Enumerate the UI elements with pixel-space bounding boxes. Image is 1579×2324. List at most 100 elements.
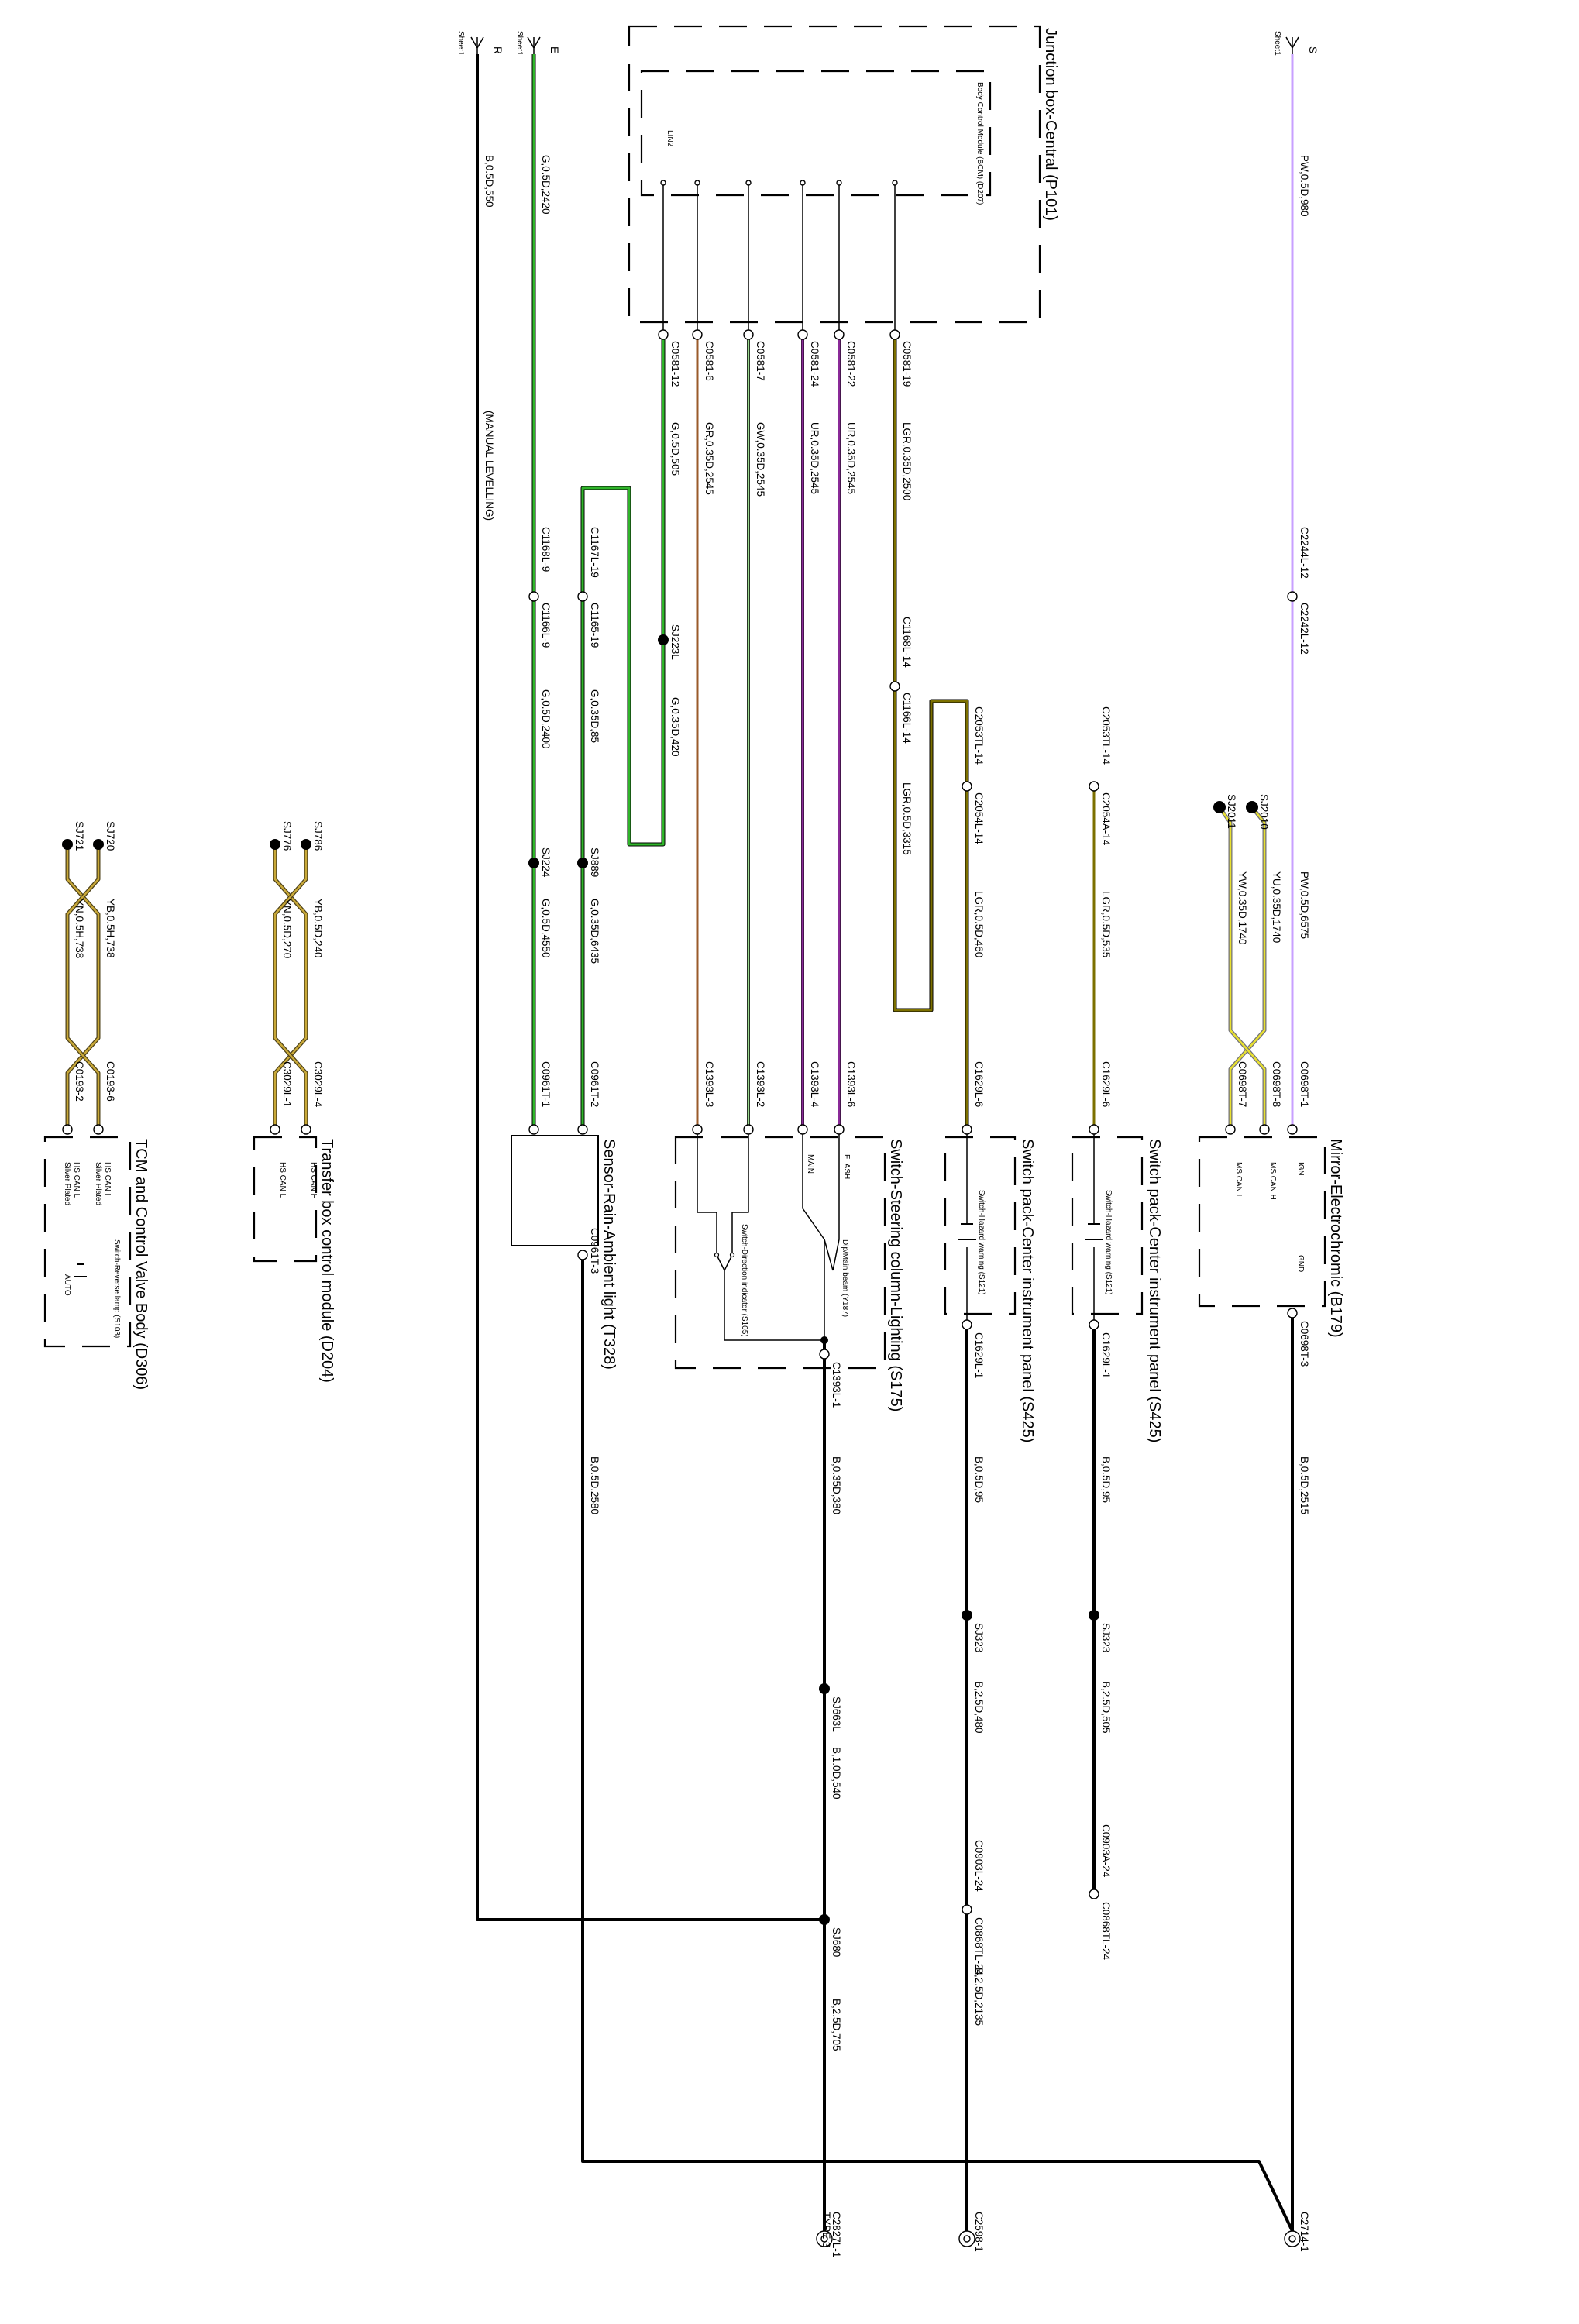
wire-label-manual-levelling: (MANUAL LEVELLING) [483,411,495,521]
splice-sj663l: SJ663L [831,1697,842,1732]
steering-outline [674,1136,886,1370]
conn-c2242l: C2242L-12 [1299,603,1310,655]
conn-c1168l-9: C1168L-9 [540,527,552,572]
splice-sj224: SJ224 [540,847,552,878]
wire-label-lgr-2500: LGR,0.35D,2500 [901,422,913,500]
steering-title: Switch-Steering column-Lighting (S175) [887,1139,904,1411]
conn-c0193-2: C0193-2 [74,1061,85,1102]
wire-g-505 [580,335,666,847]
wire-label-g-2420: G,0.5D,2420 [540,155,552,215]
conn-c2053tl-14-b: C2053TL-14 [1100,706,1112,765]
sheet-s-label[interactable]: S [1307,46,1319,53]
wire-label-yw-1740: YW,0.35D,1740 [1237,871,1248,945]
tcm-silver-1: Silver Plated [94,1162,102,1205]
wire-label-lgr-535: LGR,0.5D,535 [1100,891,1112,957]
rain-sensor-box [511,1135,599,1246]
steering-flash: FLASH [842,1154,851,1179]
conn-c2244l: C2244L-12 [1299,527,1310,579]
wire-label-g-420: G,0.35D,420 [669,697,681,757]
wire-label-gw-2545: GW,0.35D,2545 [755,422,766,497]
conn-c0698t-3: C0698T-3 [1299,1321,1310,1367]
wire-label-g-4550: G,0.5D,4550 [540,899,552,958]
junction-box-outline [628,25,1041,324]
conn-c2054a-14: C2054A-14 [1100,792,1112,846]
conn-c1629l-6-b: C1629L-6 [973,1061,985,1107]
switch-symbols [74,1223,1103,1277]
conn-c0581-19: C0581-19 [901,341,913,387]
wire-label-g-2400: G,0.5D,2400 [540,689,552,749]
wire-label-pw-980: PW,0.5D,980 [1299,155,1310,217]
wire-label-ur-2545-b: UR,0.35D,2545 [845,422,857,494]
lin2-label: LIN2 [666,130,674,147]
component-boxes [43,25,1326,1370]
wire-label-b-95-b: B,0.5D,95 [973,1456,985,1503]
conn-c0961t-1: C0961T-1 [540,1061,552,1107]
conn-c1393l-3: C1393L-3 [703,1061,715,1107]
transfer-box-title: Transfer box control module (D204) [318,1139,335,1383]
wire-label-b-550: B,0.5D,550 [483,155,495,208]
junction-box-title: Junction box-Central (P101) [1042,28,1059,221]
conn-c1393l-6: C1393L-6 [845,1061,857,1107]
conn-c0903a-24: C0903A-24 [1100,1824,1112,1878]
conn-c3029l-1: C3029L-1 [281,1061,293,1107]
splice-sj323-b: SJ323 [1100,1623,1112,1652]
splice-sj680: SJ680 [831,1927,842,1957]
mirror-title: Mirror-Electrochromic (B179) [1327,1139,1344,1338]
wire-label-b25-2135: B,2.5D,2135 [973,1968,985,2026]
tcm-title: TCM and Control Valve Body (D306) [132,1139,150,1390]
wire-label-ur-2545-a: UR,0.35D,2545 [809,422,820,494]
wire-b-2580 [581,1255,1294,2232]
switch-pack-2-outline [944,1136,1017,1315]
wire-label-pw-6575: PW,0.5D,6575 [1299,871,1310,939]
switch-pack-2-sub: Switch-Hazard warning (S121) [977,1190,986,1295]
splice-sj223l: SJ223L [669,624,681,660]
sheet-e-label[interactable]: E [549,46,560,53]
splice-sj889: SJ889 [589,847,600,877]
arrow-r [470,36,484,54]
splice-sj721: SJ721 [74,821,85,851]
conn-c0581-24: C0581-24 [809,341,820,387]
conn-c2054l-14: C2054L-14 [973,792,985,844]
conn-c1393l-2: C1393L-2 [755,1061,766,1107]
conn-c1629l-1-b: C1629L-1 [973,1332,985,1378]
wire-label-yb-240: YB,0.5D,240 [312,899,324,958]
sheet-r-ref[interactable]: Sheet1 [456,31,465,56]
conn-c0698t-7: C0698T-7 [1237,1061,1248,1107]
conn-c2053tl-14-a: C2053TL-14 [973,706,985,765]
splice-sj323-a: SJ323 [973,1623,985,1652]
conn-c0193-6: C0193-6 [105,1061,116,1102]
arrow-e [527,36,541,54]
wire-label-gr-2545: GR,0.35D,2545 [703,422,715,495]
sheet-r-label[interactable]: R [492,46,504,54]
conn-c1629l-1-a: C1629L-1 [1100,1332,1112,1378]
wire-label-b-2515: B,0.5D,2515 [1299,1456,1310,1514]
conn-c0581-6: C0581-6 [703,341,715,381]
splice-sj2010: SJ2010 [1258,794,1270,830]
wire-label-lgr-3315: LGR,0.5D,3315 [901,782,913,855]
splice-sj786: SJ786 [312,821,324,851]
conn-c0868tl-24-b: C0868TL-24 [1100,1902,1112,1961]
sheet-e-ref[interactable]: Sheet1 [515,31,524,56]
bcm-title: Body Control Module (BCM) (D207) [975,82,984,205]
wire-label-g-6435: G,0.35D,6435 [589,899,600,964]
arrow-s [1285,36,1299,54]
mirror-gnd: GND [1296,1255,1305,1272]
conn-c0581-7: C0581-7 [755,341,766,381]
conn-c2598-1: C2598-1 [973,2212,985,2252]
switch-pack-1-title: Switch pack-Center instrument panel (S42… [1146,1139,1163,1442]
steering-main: MAIN [806,1154,814,1174]
tcm-silver-2: Silver Plated [63,1162,71,1205]
conn-c0698t-8: C0698T-8 [1271,1061,1282,1107]
sheet-s-ref[interactable]: Sheet1 [1273,31,1281,56]
rain-sensor-title: Sensor-Rain-Ambient light (T328) [600,1139,617,1370]
wire-label-b25-705: B,2.5D,705 [831,1999,842,2051]
conn-c1393l-4: C1393L-4 [809,1061,820,1108]
conn-c0868tl-24-a: C0868TL-24 [973,1917,985,1976]
wire-label-b1-540: B,1.0D,540 [831,1747,842,1800]
wire-label-g-505: G,0.5D,505 [669,422,681,476]
conn-c1167l-19: C1167L-19 [589,527,600,578]
wire-label-yu-1740: YU,0.35D,1740 [1271,871,1282,943]
bcm-outline [640,70,992,197]
tcm-hs-can-l: HS CAN L [72,1162,81,1198]
conn-c0961t-2: C0961T-2 [589,1061,600,1107]
